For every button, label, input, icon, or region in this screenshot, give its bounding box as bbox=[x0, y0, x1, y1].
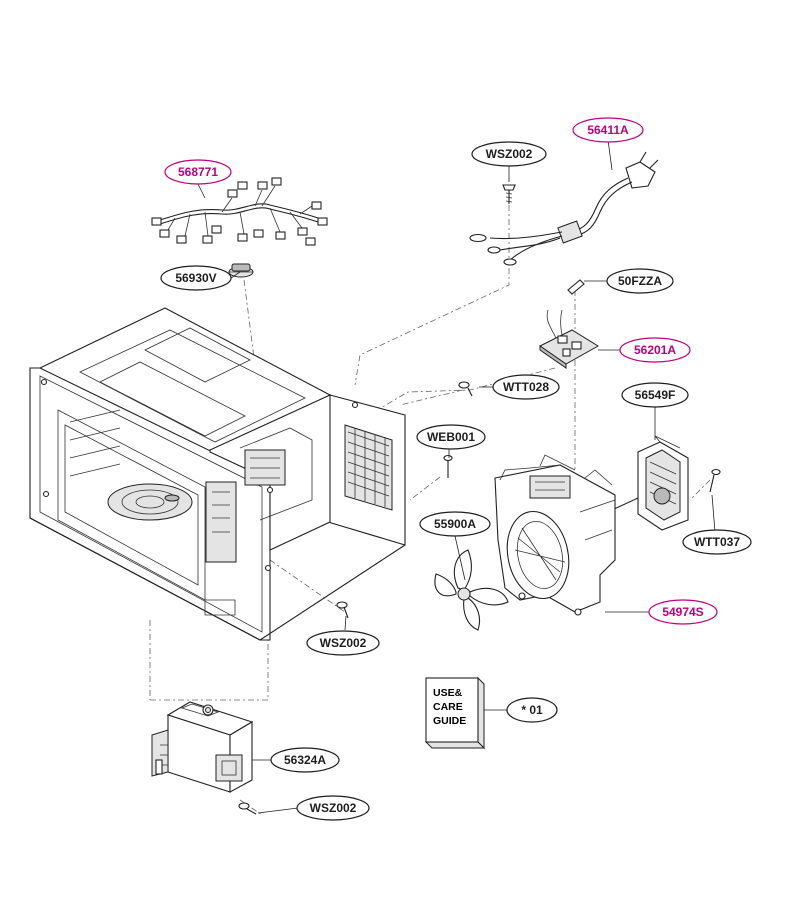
screw-mid bbox=[336, 601, 349, 619]
label-WTT028-text: WTT028 bbox=[503, 380, 549, 394]
label-56201A-text: 56201A bbox=[634, 343, 676, 357]
guide-line-3: GUIDE bbox=[433, 715, 466, 727]
label-01-text: * 01 bbox=[521, 703, 543, 717]
label-56549F-text: 56549F bbox=[635, 388, 676, 402]
label-55900A-text: 55900A bbox=[434, 517, 476, 531]
wire-harness bbox=[151, 177, 328, 246]
blower-housing bbox=[494, 454, 616, 616]
label-wsz002-mid: WSZ002 bbox=[306, 630, 380, 656]
label-54974S: 54974S bbox=[648, 599, 718, 625]
guide-line-1: USE& bbox=[433, 687, 463, 699]
label-01: * 01 bbox=[506, 697, 558, 723]
label-568771-text: 568771 bbox=[178, 165, 218, 179]
label-56411A-text: 56411A bbox=[587, 123, 629, 137]
noise-filter-board bbox=[539, 309, 599, 369]
power-cord bbox=[469, 151, 659, 266]
label-56411A: 56411A bbox=[572, 117, 644, 143]
screw-wtt028 bbox=[458, 381, 473, 397]
label-wsz002-bot-text: WSZ002 bbox=[310, 801, 357, 815]
label-50FZZA: 50FZZA bbox=[606, 268, 674, 294]
label-55900A: 55900A bbox=[419, 511, 491, 537]
screw-web001 bbox=[443, 454, 453, 478]
fan-blade bbox=[434, 549, 509, 631]
chassis bbox=[29, 307, 406, 641]
screw-top bbox=[502, 184, 516, 204]
magnetron bbox=[151, 701, 254, 793]
part-labels: 568771 56930V WSZ002 56411A 50FZZA 56201… bbox=[160, 117, 752, 821]
label-WEB001: WEB001 bbox=[416, 424, 486, 450]
label-wsz002-top: WSZ002 bbox=[471, 141, 547, 167]
fan-motor bbox=[611, 435, 689, 531]
label-50FZZA-text: 50FZZA bbox=[618, 274, 662, 288]
label-wsz002-bot: WSZ002 bbox=[296, 795, 370, 821]
guide-line-2: CARE bbox=[433, 701, 463, 713]
label-56549F: 56549F bbox=[621, 382, 689, 408]
label-WEB001-text: WEB001 bbox=[427, 430, 475, 444]
label-WTT037: WTT037 bbox=[682, 529, 752, 555]
label-54974S-text: 54974S bbox=[662, 605, 703, 619]
screw-bottom bbox=[238, 802, 257, 815]
label-568771: 568771 bbox=[164, 159, 232, 185]
screw-wtt037 bbox=[709, 468, 721, 493]
label-wsz002-mid-text: WSZ002 bbox=[320, 636, 367, 650]
fuse bbox=[567, 279, 612, 295]
use-care-guide-book: USE& CARE GUIDE bbox=[424, 676, 486, 750]
label-wsz002-top-text: WSZ002 bbox=[486, 147, 533, 161]
label-56324A-text: 56324A bbox=[284, 753, 326, 767]
label-WTT028: WTT028 bbox=[492, 374, 560, 400]
label-WTT037-text: WTT037 bbox=[694, 535, 740, 549]
label-56324A: 56324A bbox=[270, 747, 340, 773]
label-56930V: 56930V bbox=[160, 265, 232, 291]
label-56201A: 56201A bbox=[619, 337, 691, 363]
thermal-cutout bbox=[228, 263, 254, 278]
leader-lines bbox=[197, 139, 716, 814]
label-56930V-text: 56930V bbox=[175, 271, 216, 285]
